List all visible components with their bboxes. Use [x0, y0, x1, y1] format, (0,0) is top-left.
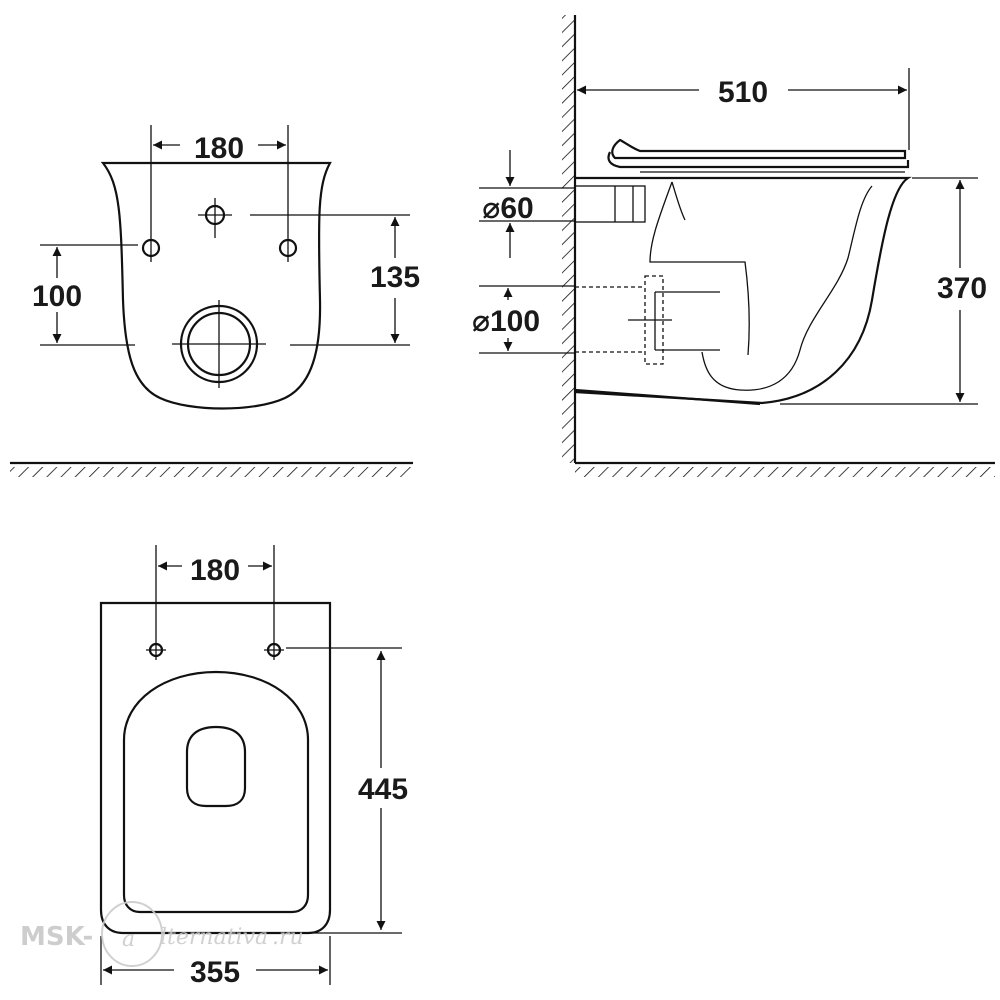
side-inlet-tube	[574, 185, 646, 223]
top-dim-width: 355	[190, 956, 240, 989]
side-floor-hatch	[575, 467, 995, 477]
watermark: MSK- a lternativa .ru	[20, 901, 304, 967]
floor-hatch	[10, 467, 413, 477]
side-seat-ring	[607, 151, 910, 169]
front-view: 180 100 135	[10, 125, 420, 477]
front-dim-bolt-height: 100	[32, 280, 82, 313]
front-bowl-outline	[100, 161, 332, 410]
top-dim-hole-spacing: 180	[190, 554, 240, 587]
side-dim-outlet-diameter: ⌀100	[472, 305, 540, 338]
side-bowl-base	[574, 388, 761, 406]
top-seat-opening	[185, 725, 247, 808]
watermark-logo-ring	[101, 901, 163, 967]
side-dim-inlet-diameter: ⌀60	[482, 192, 533, 225]
top-dim-depth: 445	[358, 773, 408, 806]
wall-hatch	[562, 15, 574, 463]
top-seat-outline	[122, 670, 310, 914]
watermark-script: lternativa	[160, 925, 268, 950]
side-dim-length: 510	[718, 76, 768, 109]
side-view: 510 ⌀60 ⌀100 370	[472, 15, 995, 477]
watermark-suffix: .ru	[272, 925, 304, 950]
watermark-brand: MSK-	[20, 922, 93, 952]
side-bowl-inner	[649, 181, 750, 356]
side-seat-lid	[611, 138, 907, 160]
top-body-outline	[99, 601, 332, 935]
front-dim-hole-spacing: 180	[194, 132, 244, 165]
front-dim-inlet-height: 135	[370, 261, 420, 294]
side-dim-height: 370	[937, 272, 987, 305]
side-bowl-outline	[574, 176, 912, 405]
top-view: 180 445 355	[99, 545, 408, 989]
watermark-logo-a: a	[122, 927, 135, 952]
